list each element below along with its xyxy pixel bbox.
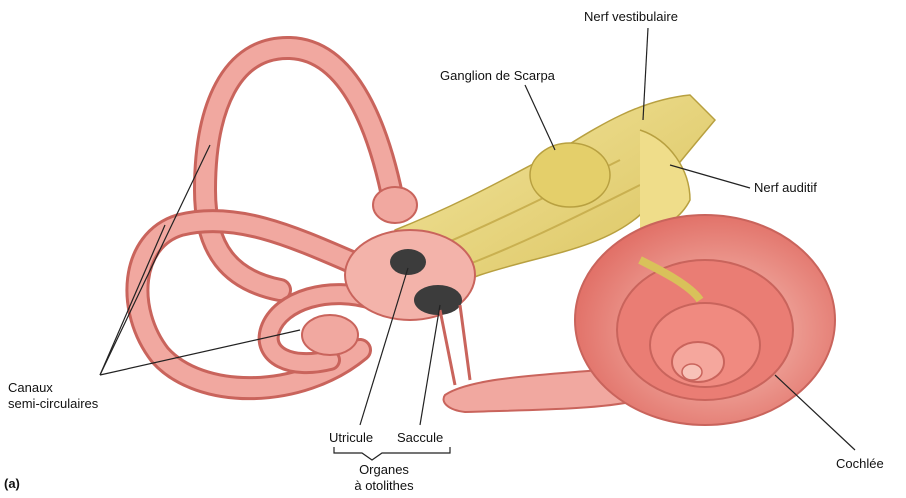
label-nerf-vestibulaire: Nerf vestibulaire bbox=[584, 9, 678, 25]
ganglion-scarpa-shape bbox=[530, 143, 610, 207]
saccule-shape bbox=[414, 285, 462, 315]
semicircular-canals bbox=[137, 48, 417, 388]
label-canaux: Canaux semi-circulaires bbox=[8, 380, 98, 412]
label-organes-line1: Organes bbox=[346, 462, 422, 478]
label-ganglion-scarpa: Ganglion de Scarpa bbox=[440, 68, 555, 84]
label-nerf-auditif: Nerf auditif bbox=[754, 180, 817, 196]
label-cochlee: Cochlée bbox=[836, 456, 884, 472]
label-saccule: Saccule bbox=[397, 430, 443, 446]
figure-tag: (a) bbox=[4, 476, 20, 492]
utricule-shape bbox=[390, 249, 426, 275]
label-organes-line2: à otolithes bbox=[346, 478, 422, 494]
label-utricule: Utricule bbox=[329, 430, 373, 446]
label-canaux-line2: semi-circulaires bbox=[8, 396, 98, 412]
label-organes: Organes à otolithes bbox=[346, 462, 422, 494]
label-canaux-line1: Canaux bbox=[8, 380, 98, 396]
